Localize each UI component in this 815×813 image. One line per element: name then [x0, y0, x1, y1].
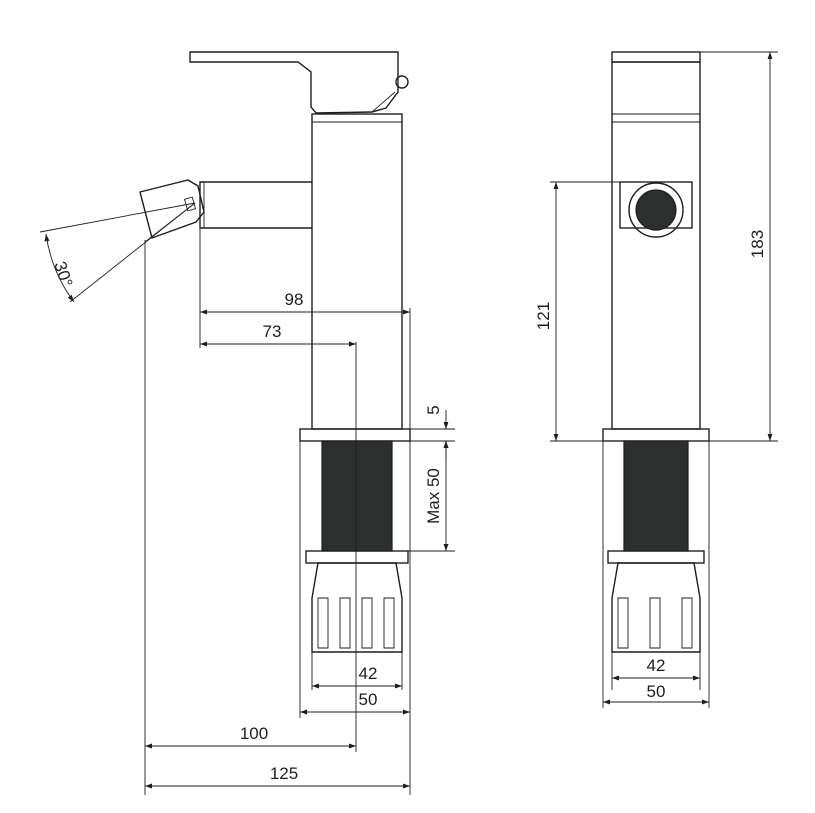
dim-125-label: 125 [270, 764, 298, 783]
dim-42-front-label: 42 [359, 664, 378, 683]
side-view: 183 121 42 50 [534, 51, 778, 708]
dim-98-label: 98 [285, 290, 304, 309]
side-lever-cap [611, 51, 701, 63]
dim-100-label: 100 [240, 724, 268, 743]
dim-183-label: 183 [748, 230, 767, 258]
lever-pivot-icon [395, 75, 409, 89]
side-threaded-shank [623, 440, 689, 552]
dim-50-front-label: 50 [359, 690, 378, 709]
angle-arc [44, 233, 75, 303]
dim-max50-label: Max 50 [424, 468, 443, 524]
dim-121-label: 121 [534, 302, 553, 330]
threaded-shank [321, 440, 393, 552]
dim-73-label: 73 [263, 322, 282, 341]
outlet-nozzle-icon [635, 189, 677, 231]
outlet-ring-icon [628, 182, 684, 238]
side-fixing-nut [611, 562, 701, 653]
lever-handle [189, 51, 399, 114]
mounting-plate [305, 550, 409, 564]
faucet-body [311, 113, 403, 430]
side-base-washer [602, 428, 710, 442]
spout-arm [199, 181, 312, 229]
front-view: 30° 98 73 5 Max 50 42 [39, 51, 455, 795]
base-washer [299, 428, 411, 442]
fixing-nut [311, 562, 403, 653]
dim-5-label: 5 [424, 405, 443, 414]
dim-50-side-label: 50 [647, 682, 666, 701]
side-mounting-plate [607, 550, 705, 564]
dim-42-side-label: 42 [647, 656, 666, 675]
angle-label: 30° [50, 259, 76, 289]
side-faucet-body [611, 61, 701, 430]
